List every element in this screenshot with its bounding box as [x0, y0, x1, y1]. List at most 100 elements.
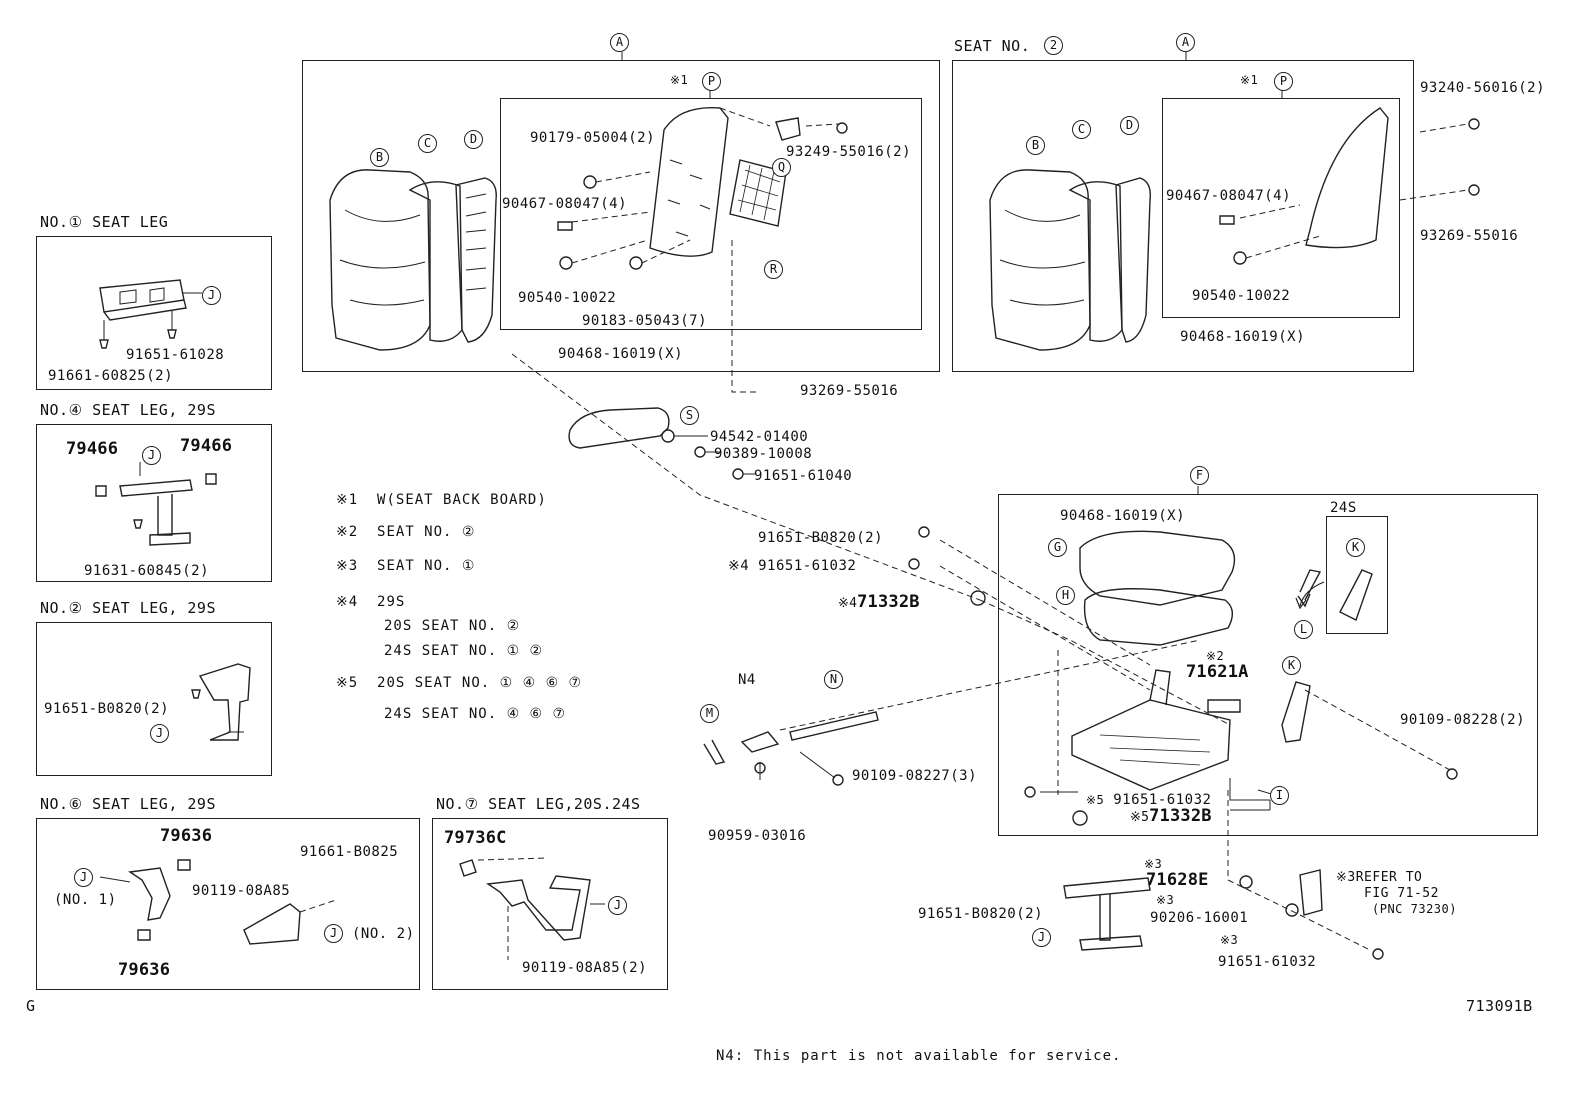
seat-belt-buckle	[1299, 869, 1323, 916]
part-90468-16019-seat1: 90468-16019(X)	[558, 346, 684, 362]
part-94542-01400: 94542-01400	[710, 429, 809, 445]
callout-k: K	[1282, 656, 1301, 675]
seat-leg-j	[1063, 877, 1151, 951]
seat1-board-mark: ※1	[670, 73, 689, 87]
seat-back-hook-q	[775, 117, 801, 141]
seat1-backrest-box	[302, 60, 940, 372]
part-90959-03016: 90959-03016	[708, 828, 807, 844]
seat-back-cover-b	[329, 169, 431, 351]
footnote-4: ※4 29S	[336, 594, 406, 610]
footnote-5a: 24S SEAT NO. ④ ⑥ ⑦	[384, 706, 567, 722]
callout-m: M	[700, 704, 719, 723]
leg2-title: NO.② SEAT LEG, 29S	[40, 599, 216, 617]
mark-90206-16001: ※3	[1156, 893, 1175, 907]
callout-q: Q	[772, 158, 791, 177]
callout-c: C	[418, 134, 437, 153]
part-71332b-cushion: ※471332B	[838, 592, 920, 612]
cushion-24s-box	[1326, 516, 1388, 634]
leg6-title: NO.⑥ SEAT LEG, 29S	[40, 795, 216, 813]
part-91651-61032-belt: 91651-61032	[1218, 954, 1317, 970]
armrest-s	[568, 407, 670, 449]
leg6-bracket-j1	[128, 867, 171, 921]
leg6-box	[36, 818, 420, 990]
seat-no2-title: SEAT NO.	[954, 37, 1031, 55]
part-79736c: 79736C	[444, 828, 507, 848]
part-91651-b0820-cushion: 91651-B0820(2)	[758, 530, 884, 546]
part-91661-b0825: 91661-B0825	[300, 844, 399, 860]
part-91651-61040: 91651-61040	[754, 468, 853, 484]
footnote-3: ※3 SEAT NO. ①	[336, 558, 476, 574]
callout-d-seat2: D	[1120, 116, 1139, 135]
part-93269-55016-seat2: 93269-55016	[1420, 228, 1519, 244]
refer-line2: FIG 71-52	[1364, 886, 1439, 901]
callout-s: S	[680, 406, 699, 425]
part-91651-b0820-belt: 91651-B0820(2)	[918, 906, 1044, 922]
seat-no2-circle: 2	[1044, 36, 1063, 55]
callout-a-seat2: A	[1176, 33, 1195, 52]
part-71621a: 71621A	[1186, 662, 1249, 682]
part-90468-16019-seat2: 90468-16019(X)	[1180, 329, 1306, 345]
callout-f: F	[1190, 466, 1209, 485]
leg6-sub-no1: (NO. 1)	[54, 892, 117, 908]
callout-c-seat2: C	[1072, 120, 1091, 139]
refer-line3: (PNC 73230)	[1372, 902, 1457, 916]
part-90179-05004: 90179-05004(2)	[530, 130, 656, 146]
part-n4	[740, 731, 780, 753]
leg1-bracket-j	[99, 279, 187, 321]
part-71332b-lower: ※571332B	[1130, 806, 1212, 826]
callout-p: P	[702, 72, 721, 91]
part-91631-60845: 91631-60845(2)	[84, 563, 210, 579]
footnote-5: ※5 20S SEAT NO. ① ④ ⑥ ⑦	[336, 675, 583, 691]
callout-a: A	[610, 33, 629, 52]
leg4-box	[36, 424, 272, 582]
callout-j-leg6-2: J	[324, 924, 343, 943]
leg2-box	[36, 622, 272, 776]
seat1-back-board-box	[500, 98, 922, 330]
part-90119-08a85-leg7: 90119-08A85(2)	[522, 960, 648, 976]
part-90109-08228: 90109-08228(2)	[1400, 712, 1526, 728]
part-93240-56016: 93240-56016(2)	[1420, 80, 1546, 96]
corner-letter: G	[26, 997, 36, 1015]
leg4-title: NO.④ SEAT LEG, 29S	[40, 401, 216, 419]
callout-i: I	[1270, 786, 1289, 805]
part-90467-08047: 90467-08047(4)	[502, 196, 628, 212]
part-93249-55016: 93249-55016(2)	[786, 144, 912, 160]
gas-damper-n	[789, 711, 879, 741]
callout-l: L	[1294, 620, 1313, 639]
seat-cushion-box	[998, 494, 1538, 836]
footnote-4a: 20S SEAT NO. ②	[384, 618, 521, 634]
callout-j-leg1: J	[202, 286, 221, 305]
part-90389-10008: 90389-10008	[714, 446, 813, 462]
leg4-bracket-j	[119, 479, 193, 546]
callout-b-seat2: B	[1026, 136, 1045, 155]
seat-back-board-p	[649, 106, 729, 257]
part-93269-55016-seat1: 93269-55016	[800, 383, 899, 399]
part-71628e: 71628E	[1146, 870, 1209, 890]
seat2-back-board-p	[1305, 107, 1389, 249]
callout-r: R	[764, 260, 783, 279]
seat2-back-frame-d	[1115, 177, 1151, 343]
part-90206-16001: 90206-16001	[1150, 910, 1249, 926]
seat2-backrest-box	[952, 60, 1414, 372]
part-91651-61028: 91651-61028	[126, 347, 225, 363]
callout-k-24s: K	[1346, 538, 1365, 557]
seat-back-frame-d	[455, 177, 497, 343]
callout-g: G	[1048, 538, 1067, 557]
part-90468-16019-cushion: 90468-16019(X)	[1060, 508, 1186, 524]
bracket-k-24s	[1339, 569, 1373, 621]
callout-j-leg7: J	[608, 896, 627, 915]
refer-line1: ※3REFER TO	[1336, 870, 1423, 885]
bracket-k	[1281, 681, 1311, 743]
part-71621a	[1207, 699, 1241, 713]
leg7-bracket-j	[486, 875, 591, 941]
footnote-1: ※1 W(SEAT BACK BOARD)	[336, 492, 547, 508]
callout-d: D	[464, 130, 483, 149]
part-90540-10022: 90540-10022	[518, 290, 617, 306]
part-91661-60825: 91661-60825(2)	[48, 368, 174, 384]
footnote-2: ※2 SEAT NO. ②	[336, 524, 476, 540]
part-79636-top: 79636	[160, 826, 213, 846]
part-79466-right: 79466	[180, 436, 233, 456]
part-91651-b0820-leg2: 91651-B0820(2)	[44, 701, 170, 717]
part-90467-08047-seat2: 90467-08047(4)	[1166, 188, 1292, 204]
callout-j-belt: J	[1032, 928, 1051, 947]
